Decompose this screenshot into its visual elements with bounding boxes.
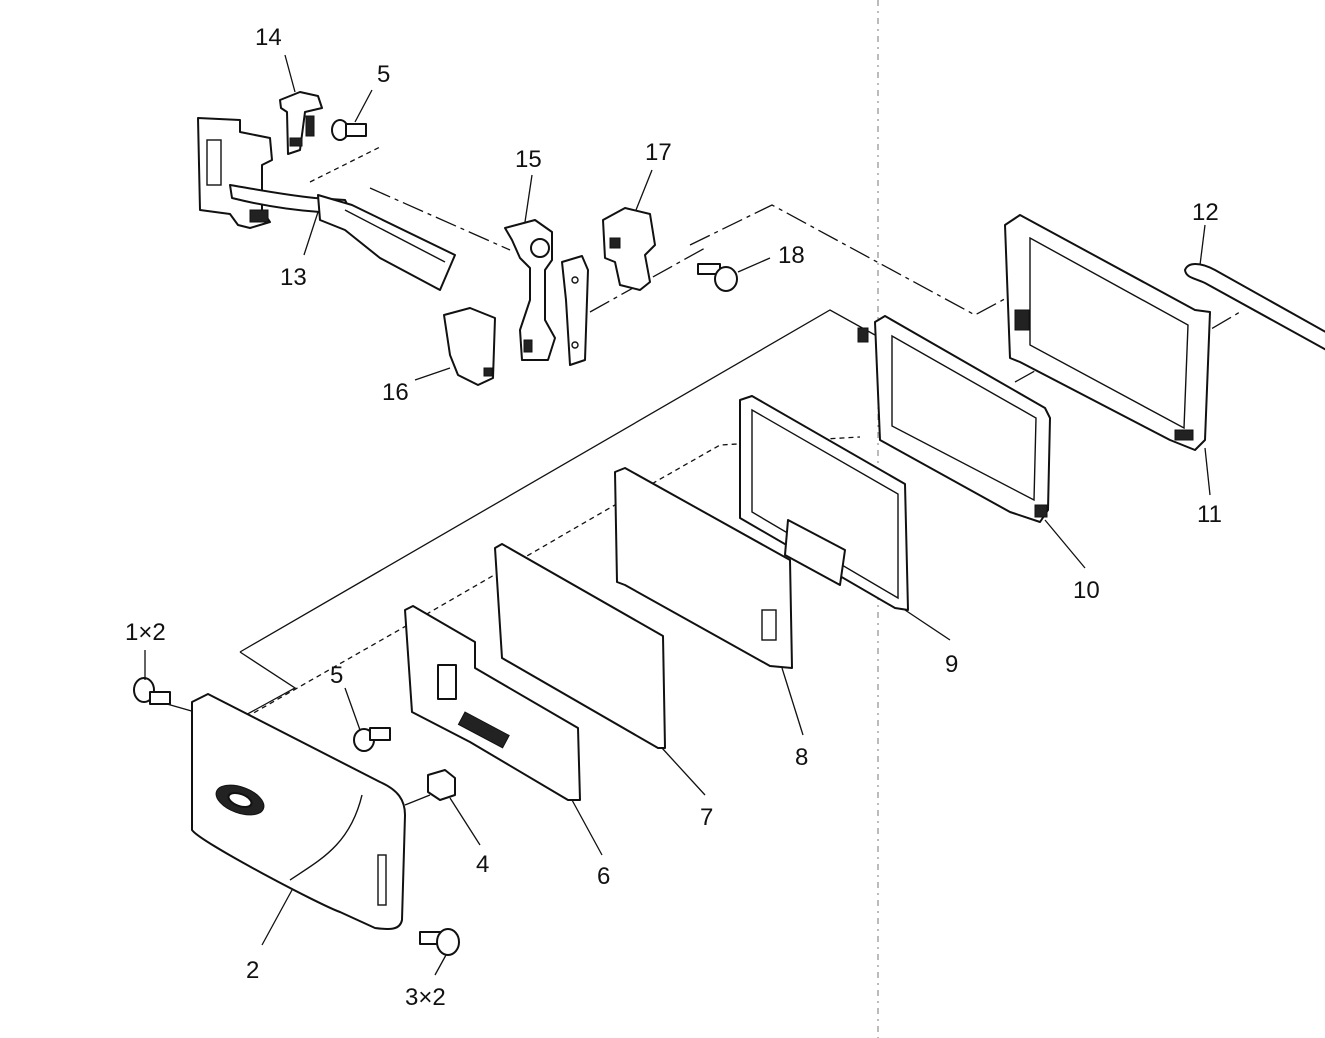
part-7-sheet [494,543,666,749]
part-11-front-frame [1004,214,1211,451]
callout-11: 11 [1197,501,1222,528]
part-3-screw [419,928,460,956]
part-5-screw-top [331,119,367,141]
part-12-strap [1184,263,1325,351]
part-4-block [427,769,456,801]
callout-5-lower: 5 [330,662,343,689]
callout-9: 9 [945,651,958,678]
part-10-frame [857,315,1051,523]
callout-2: 2 [246,957,259,984]
part-14-bracket [279,91,323,155]
callout-12: 12 [1192,199,1219,226]
assembly-guide-lines [159,145,1241,806]
part-9-lcd [739,395,909,611]
part-15-hinge [504,219,589,366]
callout-7: 7 [700,804,713,831]
callout-14: 14 [255,24,282,51]
callout-6: 6 [597,863,610,890]
part-2-rear-cover [191,693,406,930]
part-6-pcb [404,605,581,801]
callout-15: 15 [515,146,542,173]
callout-labels: 14 5 15 17 13 18 12 16 11 10 9 1×2 5 8 7… [125,24,1222,1011]
part-1-screw [133,677,171,705]
callout-leaders [144,54,1211,976]
part-18-screw [697,263,738,292]
callout-18: 18 [778,242,805,269]
callout-4: 4 [476,851,489,878]
part-17-bracket [602,207,656,291]
callout-16: 16 [382,379,409,406]
part-5-screw-lower [353,727,391,752]
part-16-cover [443,307,496,386]
callout-10: 10 [1073,577,1100,604]
callout-3: 3×2 [405,984,446,1011]
part-13-hinge-bracket [197,117,456,291]
callout-17: 17 [645,139,672,166]
callout-1: 1×2 [125,619,166,646]
callout-13: 13 [280,264,307,291]
callout-8: 8 [795,744,808,771]
part-8-sheet [614,467,793,669]
callout-5-top: 5 [377,61,390,88]
